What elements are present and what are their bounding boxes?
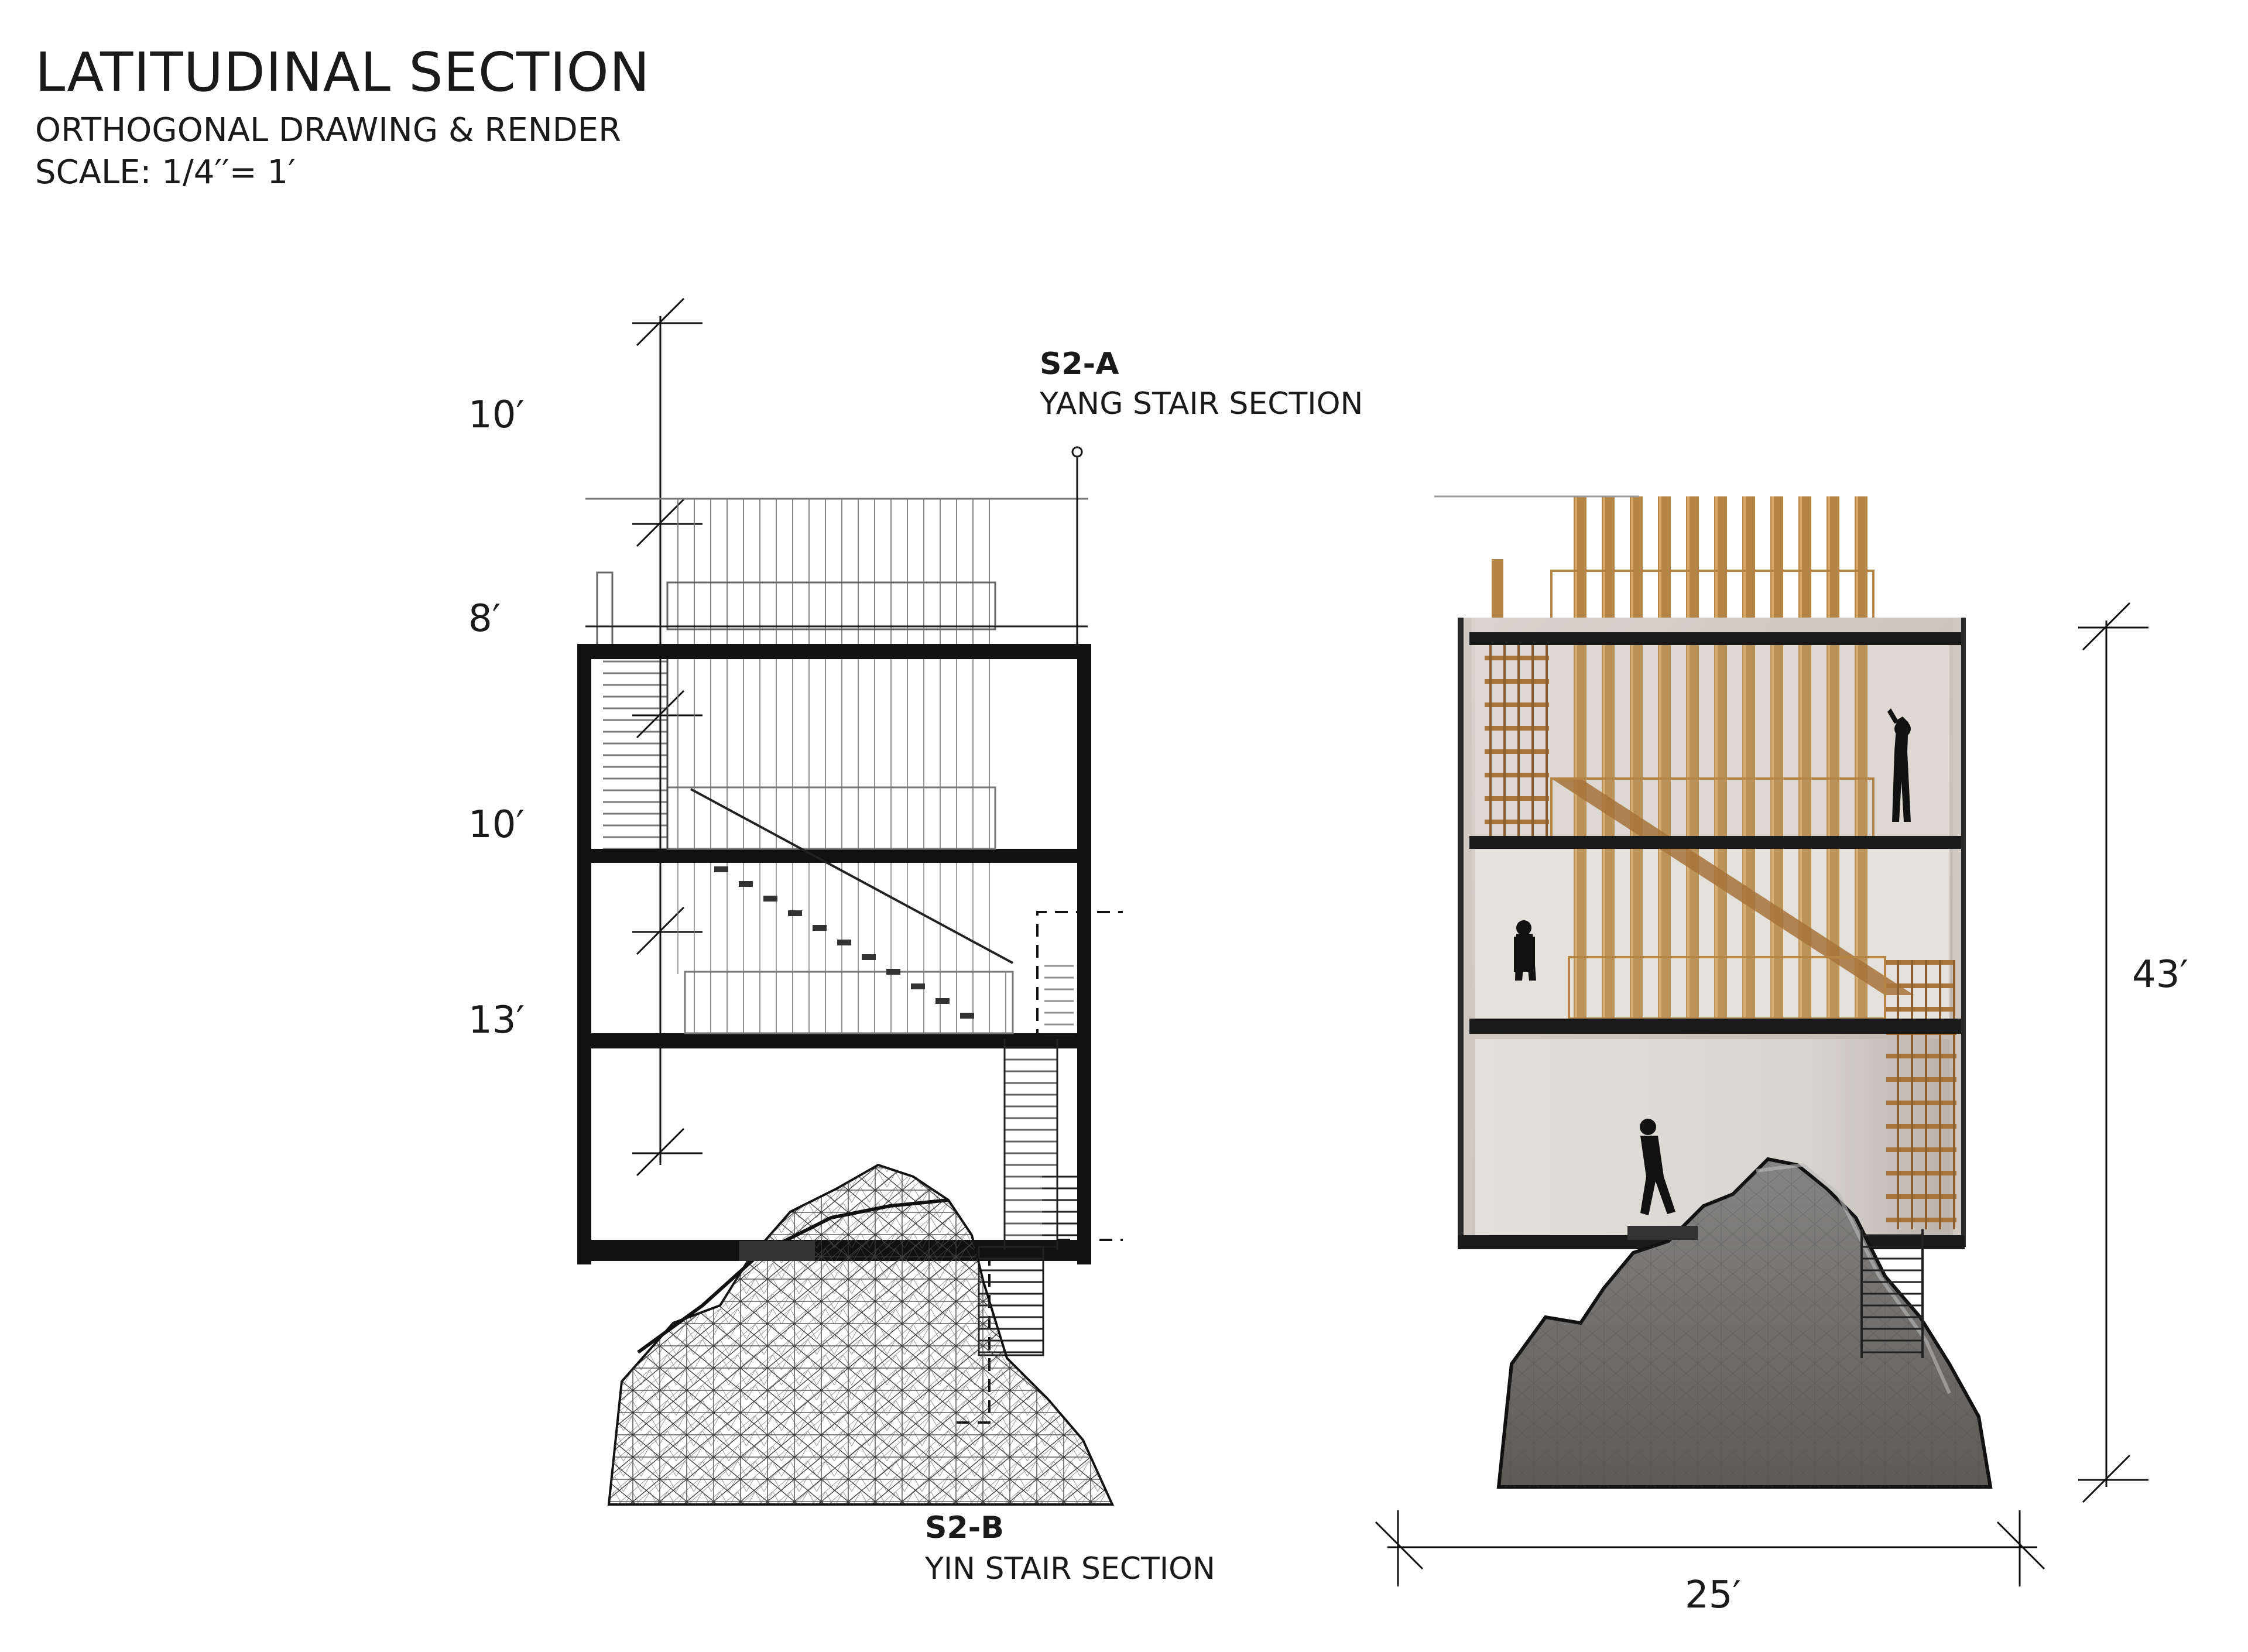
page-title: LATITUDINAL SECTION [35,41,650,104]
section-tag-s2a-label: YANG STAIR SECTION [1040,386,1363,421]
overall-width-dim: 25′ [1685,1574,1741,1617]
overall-height-dim: 43′ [2132,953,2188,996]
section-tag-s2b-label: YIN STAIR SECTION [925,1551,1215,1586]
height-dim-parapet: 8′ [468,597,501,640]
page-subtitle: ORTHOGONAL DRAWING & RENDER [35,111,622,149]
section-tag-s2b-code: S2-B [925,1510,1004,1545]
right-render-section [1375,495,2148,1586]
scale-note: SCALE: 1/4′′= 1′ [35,153,296,191]
section-tag-s2a-code: S2-A [1040,347,1119,382]
human-silhouettes [1514,708,1911,1215]
height-dim-lower-floor: 13′ [468,999,525,1042]
height-dim-upper-floor: 10′ [468,803,525,846]
left-orthogonal-section [577,297,1123,1506]
height-dim-top: 10′ [468,393,525,437]
